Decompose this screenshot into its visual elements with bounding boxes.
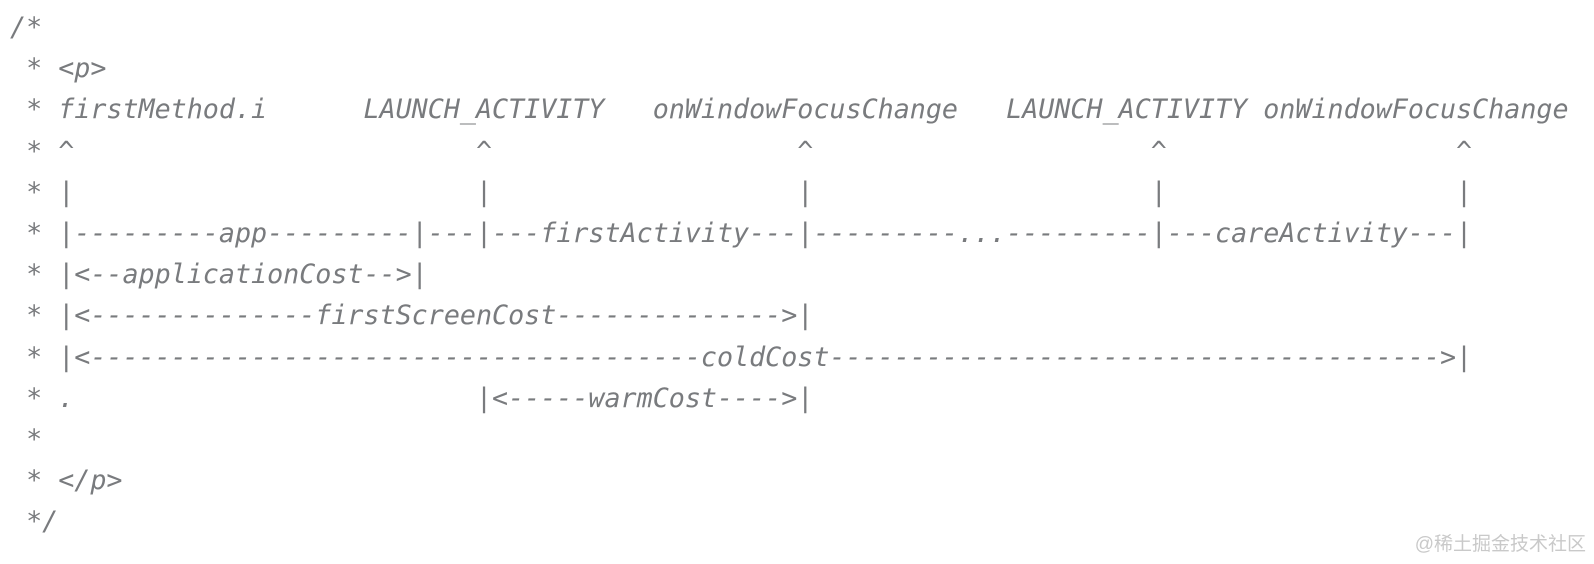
code-comment-block: /* * <p> * firstMethod.i LAUNCH_ACTIVITY… (10, 12, 1569, 538)
juejin-watermark: @稀土掘金技术社区 (1414, 534, 1586, 555)
